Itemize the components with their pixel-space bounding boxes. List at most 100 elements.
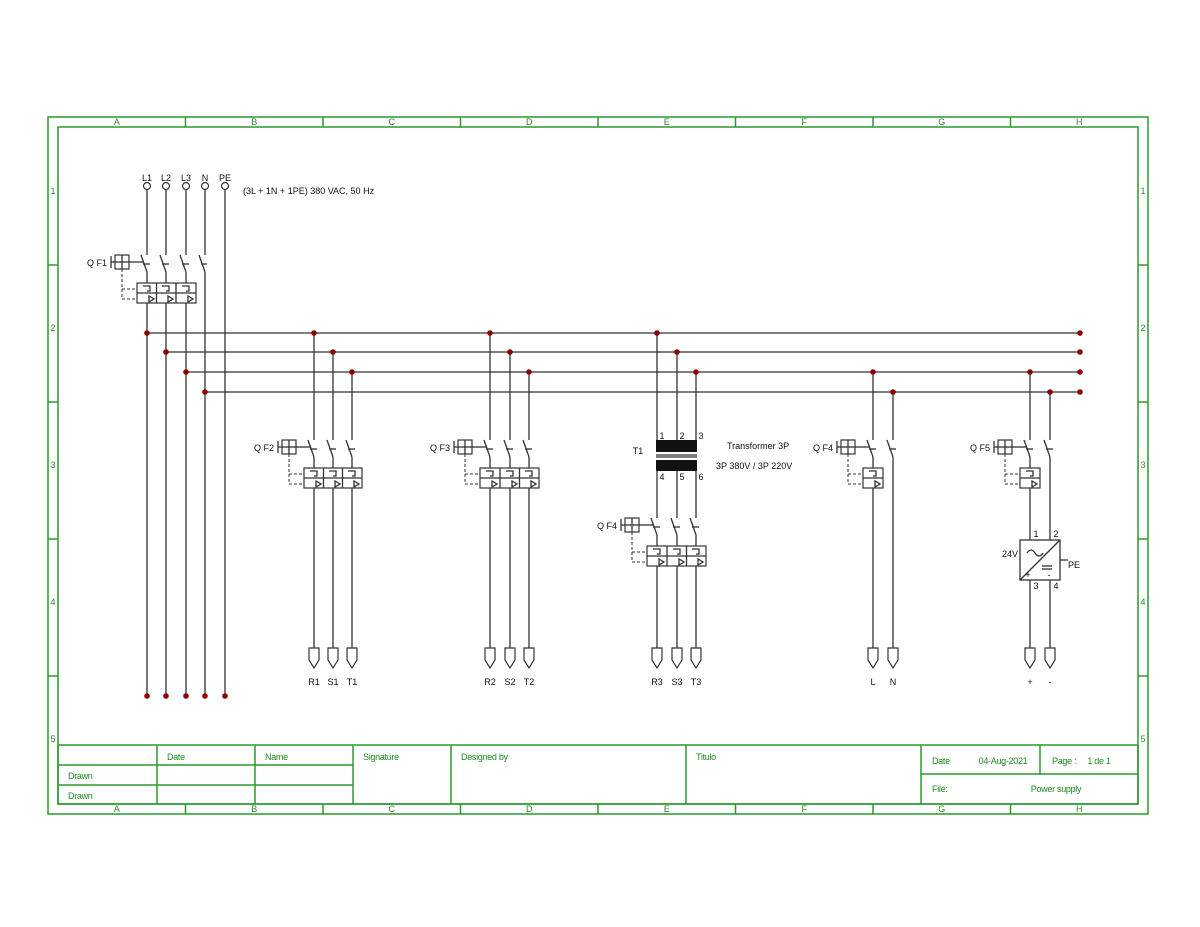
mechanical-link: [288, 454, 304, 485]
drawn-label: Drawn: [68, 771, 93, 781]
mechanical-link: [847, 454, 863, 485]
thermal-symbol: [162, 285, 170, 292]
thermal-symbol: [653, 548, 661, 555]
transformer-pin-label: 5: [679, 472, 684, 482]
supply-terminal-label: L3: [181, 173, 191, 183]
junction-dot: [311, 330, 317, 336]
supply-terminal-label: L1: [142, 173, 152, 183]
supply-terminal-circle: [142, 181, 152, 191]
junction-dot: [693, 369, 699, 375]
supply-terminal-circle: [161, 181, 171, 191]
output-label: T3: [691, 677, 702, 687]
output-label: S3: [671, 677, 682, 687]
column-label-bottom: D: [526, 804, 533, 814]
transformer-secondary-winding: [656, 460, 697, 471]
power-supply-icon: [1019, 539, 1061, 581]
psu-minus-label: -: [1048, 570, 1051, 580]
supply-terminal-circle: [220, 181, 230, 191]
magnetic-symbol: [658, 557, 666, 567]
magnetic-symbol: [167, 294, 175, 304]
junction-dot: [1047, 389, 1053, 395]
signature-header: Signature: [363, 752, 399, 762]
junction-dot: [890, 389, 896, 395]
output-label: N: [890, 677, 897, 687]
date-label: Date: [932, 756, 950, 766]
column-label-bottom: H: [1076, 804, 1083, 814]
output-label: T2: [524, 677, 535, 687]
junction-dot: [526, 369, 532, 375]
magnetic-symbol: [353, 479, 361, 489]
column-label-top: B: [251, 117, 257, 127]
column-label-top: F: [802, 117, 808, 127]
junction-dot: [183, 693, 189, 699]
junction-dot: [349, 369, 355, 375]
magnetic-symbol: [187, 294, 195, 304]
junction-dot: [183, 369, 189, 375]
breaker-label: Q F4: [597, 521, 617, 531]
breaker-handle-icon: [277, 439, 311, 455]
junction-dot: [163, 693, 169, 699]
cable-terminal-icon: [504, 647, 516, 670]
supply-description: (3L + 1N + 1PE) 380 VAC, 50 Hz: [243, 186, 375, 196]
column-label-top: G: [938, 117, 945, 127]
column-label-bottom: G: [938, 804, 945, 814]
cable-terminal-icon: [690, 647, 702, 670]
thermal-symbol: [869, 470, 877, 477]
magnetic-symbol: [491, 479, 499, 489]
thermal-symbol: [486, 470, 494, 477]
output-label: -: [1049, 677, 1052, 687]
junction-dot: [1077, 330, 1083, 336]
row-label-left: 1: [50, 186, 55, 196]
thermal-symbol: [310, 470, 318, 477]
column-label-bottom: A: [114, 804, 120, 814]
row-label-left: 5: [50, 734, 55, 744]
transformer-primary-winding: [656, 440, 697, 452]
junction-dot: [1077, 369, 1083, 375]
file-label: File:: [932, 784, 948, 794]
row-label-left: 2: [50, 323, 55, 333]
breaker-label: Q F3: [430, 443, 450, 453]
row-label-right: 2: [1140, 323, 1145, 333]
column-label-bottom: C: [389, 804, 396, 814]
row-label-right: 3: [1140, 460, 1145, 470]
row-label-right: 1: [1140, 186, 1145, 196]
thermal-symbol: [329, 470, 337, 477]
thermal-symbol: [525, 470, 533, 477]
mechanical-link: [631, 532, 647, 563]
magnetic-symbol: [334, 479, 342, 489]
column-label-bottom: F: [802, 804, 808, 814]
magnetic-symbol: [1031, 479, 1039, 489]
cable-terminal-icon: [484, 647, 496, 670]
column-label-top: A: [114, 117, 120, 127]
magnetic-symbol: [678, 557, 686, 567]
thermal-symbol: [692, 548, 700, 555]
breaker-label: Q F2: [254, 443, 274, 453]
mechanical-link: [464, 454, 480, 485]
supply-terminal-label: N: [202, 173, 209, 183]
thermal-symbol: [1026, 470, 1034, 477]
transformer-tag: T1: [633, 446, 644, 456]
row-label-right: 5: [1140, 734, 1145, 744]
breaker-handle-icon: [836, 439, 870, 455]
cable-terminal-icon: [867, 647, 879, 670]
output-label: L: [870, 677, 875, 687]
inner-border: [57, 126, 1139, 805]
designed-by-header: Designed by: [461, 752, 509, 762]
junction-dot: [1077, 349, 1083, 355]
transformer-rating: 3P 380V / 3P 220V: [716, 461, 792, 471]
junction-dot: [222, 693, 228, 699]
junction-dot: [202, 389, 208, 395]
supply-terminal-label: L2: [161, 173, 171, 183]
cable-terminal-icon: [346, 647, 358, 670]
title-header: Titulo: [696, 752, 716, 762]
outer-border: [47, 116, 1149, 815]
junction-dot: [163, 349, 169, 355]
breaker-handle-icon: [993, 439, 1027, 455]
cable-terminal-icon: [651, 647, 663, 670]
cable-terminal-icon: [308, 647, 320, 670]
thermal-symbol: [348, 470, 356, 477]
transformer-name: Transformer 3P: [727, 441, 789, 451]
breaker-handle-icon: [620, 517, 654, 533]
breaker-label: Q F4: [813, 443, 833, 453]
